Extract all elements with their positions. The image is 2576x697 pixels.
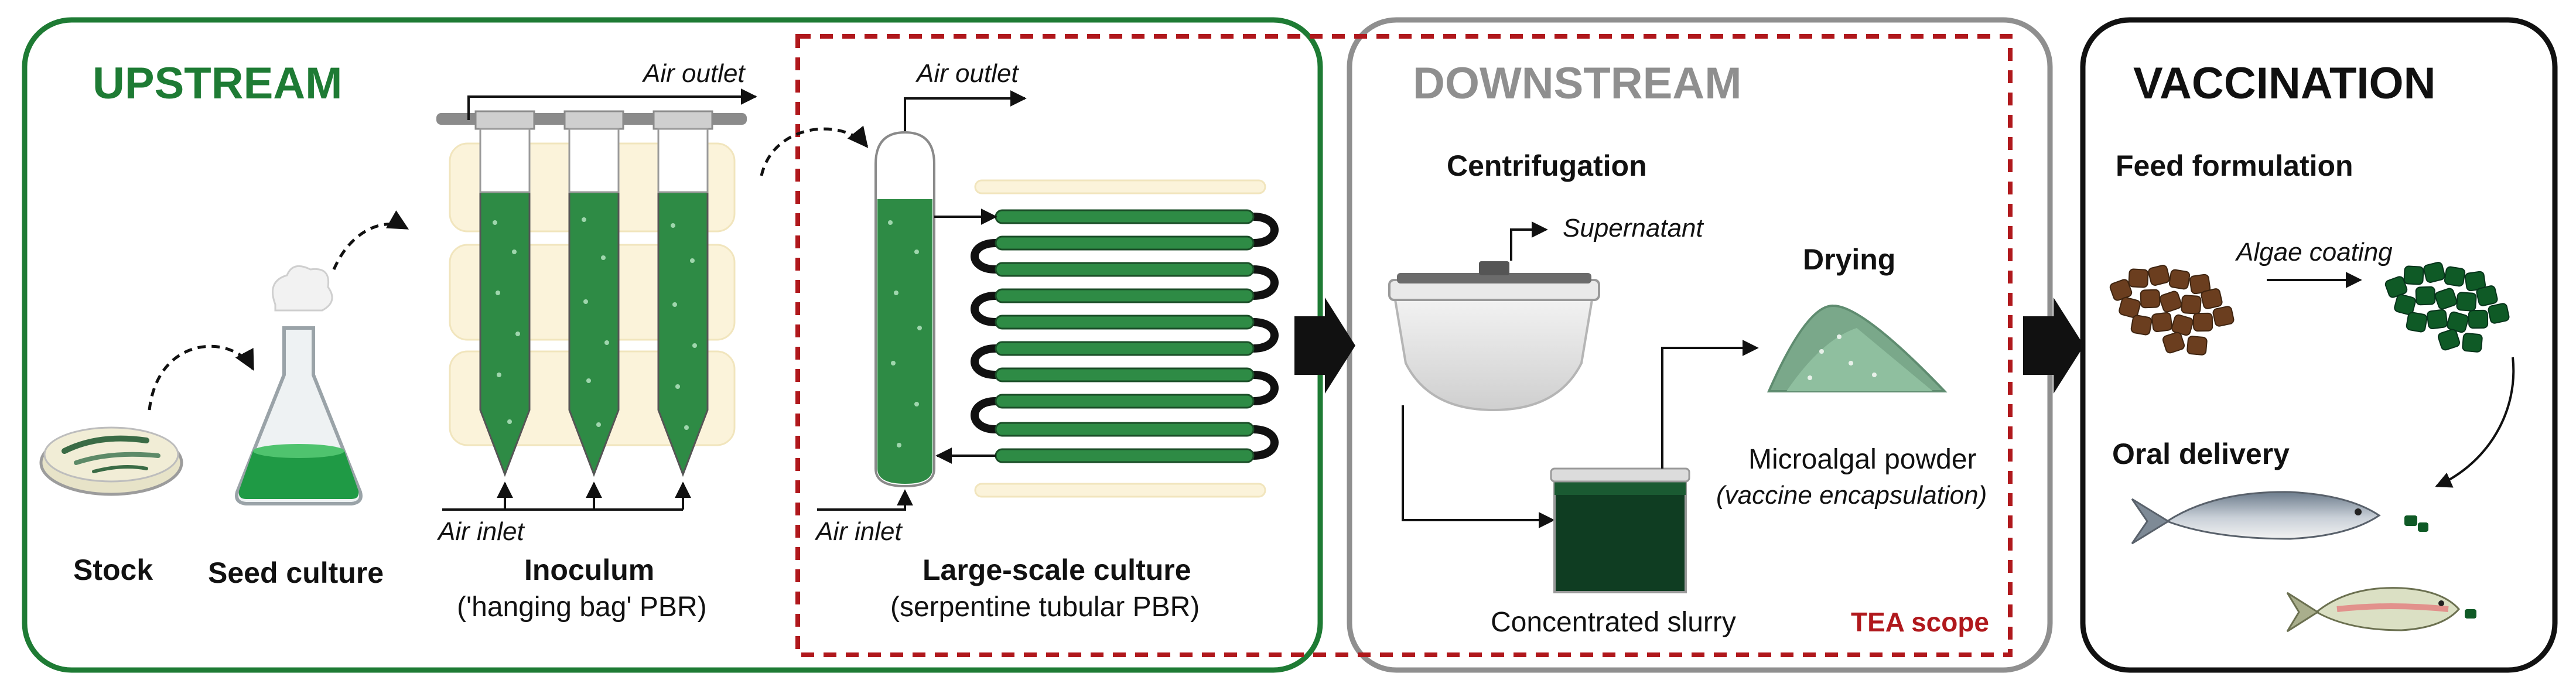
- inoculum-label: Inoculum: [524, 554, 654, 586]
- inoculum-sublabel: ('hanging bag' PBR): [457, 592, 707, 623]
- vaccination-title: VACCINATION: [2133, 59, 2436, 108]
- supernatant-label: Supernatant: [1563, 214, 1704, 242]
- centrifuge-to-slurry-arrow: [1402, 405, 1555, 528]
- pellet: [2162, 332, 2185, 354]
- pellet: [2423, 262, 2445, 283]
- pellet-icon: [2404, 515, 2428, 532]
- tube-segment: [995, 448, 1255, 463]
- tube-bend: [1253, 318, 1279, 353]
- trout-icon: [2286, 587, 2460, 633]
- tube-segment: [995, 262, 1255, 277]
- tea-scope-label: TEA scope: [1851, 607, 1989, 637]
- coated-pellets-icon: [2384, 262, 2510, 353]
- serpentine-tubular-pbr-icon: [874, 131, 1279, 498]
- pellet: [2406, 312, 2428, 333]
- tube-bend: [971, 292, 996, 326]
- upstream-title: UPSTREAM: [93, 59, 342, 108]
- inoculum-air-lines: [442, 88, 757, 511]
- tube-segment: [995, 394, 1255, 409]
- tube-segment: [995, 315, 1255, 330]
- algae-coating-label: Algae coating: [2235, 238, 2393, 266]
- pellet: [2119, 296, 2141, 319]
- pellet: [2192, 312, 2213, 332]
- pellet: [2394, 293, 2416, 316]
- tea-scope-box: [795, 34, 2013, 657]
- powder-label: Microalgal powder: [1748, 444, 1977, 475]
- tube-bend: [971, 397, 996, 433]
- feed-pellets-icon: [2109, 265, 2235, 356]
- tube-bend: [971, 344, 996, 379]
- large-scale-culture-sublabel: (serpentine tubular PBR): [890, 592, 1200, 623]
- pellet: [2434, 288, 2458, 310]
- pellet: [2468, 309, 2489, 329]
- pellet: [2415, 286, 2436, 306]
- pellet: [2181, 295, 2202, 315]
- inoculum-to-large-arrow: [760, 125, 869, 176]
- pellet: [2148, 265, 2170, 286]
- tube-bend: [1253, 213, 1279, 247]
- air-outlet-label-2: Air outlet: [915, 59, 1019, 88]
- seed-to-inoculum-arrow: [332, 210, 409, 270]
- petri-dish-icon: [39, 426, 183, 496]
- feed-formulation-label: Feed formulation: [2116, 149, 2353, 182]
- tube-segment: [995, 422, 1255, 437]
- tube-bend: [1253, 425, 1279, 460]
- pellet: [2488, 303, 2510, 324]
- pellet: [2437, 329, 2461, 351]
- centrifuge-icon: [1388, 261, 1600, 412]
- pellet: [2403, 265, 2424, 285]
- oral-delivery-label: Oral delivery: [2112, 438, 2290, 470]
- powder-sublabel: (vaccine encapsulation): [1716, 481, 1987, 510]
- air-outlet-label-1: Air outlet: [641, 59, 746, 88]
- tube-bend: [971, 239, 996, 274]
- large-culture-air-lines: [817, 90, 1027, 511]
- air-inlet-label-1: Air inlet: [436, 517, 525, 546]
- drying-label: Drying: [1803, 243, 1895, 276]
- flow-arrow-upstream-to-downstream: [1294, 298, 1355, 394]
- centrifugation-label: Centrifugation: [1447, 149, 1647, 182]
- pellet: [2462, 333, 2483, 353]
- algal-powder-icon: [1767, 304, 1948, 392]
- flow-arrow-downstream-to-vaccination: [2023, 298, 2084, 394]
- tube-segment: [995, 341, 1255, 356]
- tube-segment: [995, 209, 1255, 224]
- pellet-icon: [2465, 609, 2476, 619]
- vaccination-panel: [2080, 17, 2558, 673]
- seed-culture-label: Seed culture: [208, 556, 384, 589]
- slurry-label: Concentrated slurry: [1491, 607, 1736, 638]
- large-scale-culture-label: Large-scale culture: [923, 554, 1191, 586]
- hanging-bag-pbr-icon: [436, 110, 747, 477]
- pellets-to-fish-arrow: [2435, 357, 2515, 488]
- pellet: [2140, 289, 2161, 309]
- stock-label: Stock: [73, 554, 153, 586]
- tube-bend: [1253, 371, 1279, 405]
- slurry-to-drying-arrow: [1661, 340, 1759, 469]
- pellet: [2128, 268, 2149, 288]
- pellet: [2212, 306, 2235, 327]
- pellet: [2159, 291, 2182, 313]
- supernatant-arrow: [1510, 221, 1548, 261]
- pellet: [2151, 312, 2172, 333]
- tube-bend: [1253, 265, 1279, 300]
- tube-segment: [995, 367, 1255, 382]
- pellet: [2444, 266, 2466, 287]
- pellet: [2186, 336, 2208, 356]
- downstream-title: DOWNSTREAM: [1413, 59, 1742, 108]
- salmon-icon: [2131, 491, 2381, 545]
- tube-segment: [995, 235, 1255, 251]
- pellet: [2464, 271, 2486, 292]
- air-inlet-label-2: Air inlet: [814, 517, 903, 546]
- erlenmeyer-flask-icon: [235, 265, 363, 505]
- tube-segment: [995, 288, 1255, 303]
- pellet: [2476, 285, 2498, 306]
- slurry-beaker-icon: [1550, 467, 1690, 593]
- pellet: [2189, 274, 2211, 295]
- pellet: [2201, 288, 2223, 309]
- pellet: [2427, 309, 2448, 330]
- pellet: [2456, 292, 2477, 312]
- pellet: [2130, 315, 2153, 336]
- stock-to-seed-arrow: [148, 344, 255, 411]
- pellet: [2168, 269, 2191, 290]
